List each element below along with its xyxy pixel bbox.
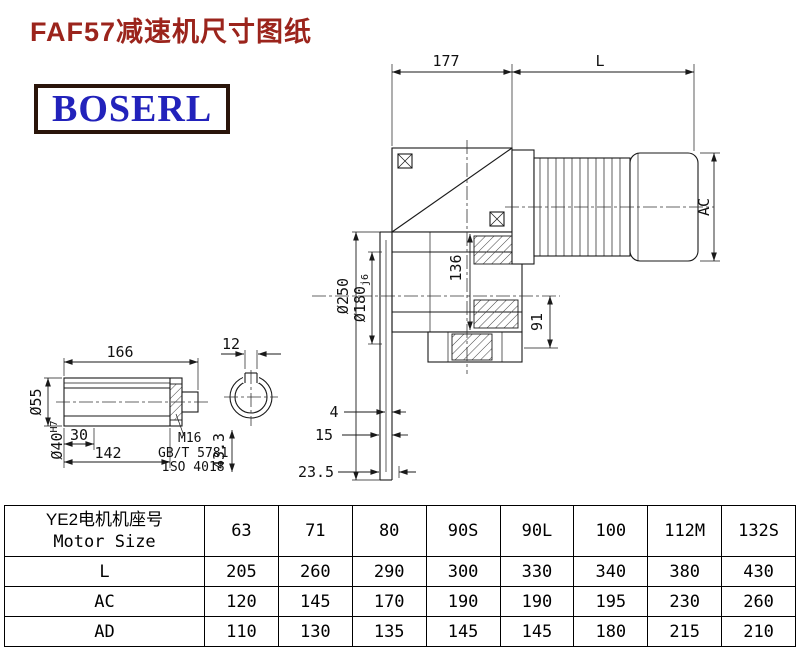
shaft-detail-view: 166 30 142 Ø55 Ø40H7 M16 GB/T 5781 ISO 4… [27, 343, 235, 475]
dim-spigot-label: Ø180 [351, 286, 369, 322]
thread-m16-label: M16 [178, 431, 201, 446]
table-cell: 90S [425, 505, 501, 557]
mounting-flange [379, 148, 400, 481]
logo-text: BOSERL [52, 88, 213, 130]
dim-spigot: Ø180j6 [351, 251, 382, 345]
table-cell: 190 [425, 586, 501, 617]
table-cell: 260 [277, 556, 353, 587]
dim-55-label: Ø55 [27, 388, 45, 415]
svg-text:Ø40H7: Ø40H7 [48, 420, 66, 459]
table-cell: 120 [204, 586, 279, 617]
table-cell: 145 [499, 616, 575, 647]
dim-166-label: 166 [106, 343, 133, 361]
table-cell: 112M [647, 505, 723, 557]
technical-drawing: 177 L [27, 52, 720, 481]
dim-12-label: 12 [222, 335, 240, 353]
dim-4-label: 4 [329, 403, 338, 421]
table-row-AD: AD 110 130 135 145 145 180 215 210 [4, 616, 796, 647]
dim-bore-label: Ø40 [48, 432, 66, 459]
table-cell: 170 [351, 586, 427, 617]
dimension-table: YE2电机机座号 Motor Size 63 71 80 90S 90L 100… [4, 505, 796, 647]
bore-section-view: 12 [221, 335, 281, 426]
table-cell: 190 [499, 586, 575, 617]
standard-gb-label: GB/T 5781 [158, 446, 228, 461]
dim-177-label: 177 [432, 52, 459, 70]
table-row-AC: AC 120 145 170 190 190 195 230 260 [4, 586, 796, 617]
dim-top: 177 L [391, 52, 695, 151]
table-cell: 180 [573, 616, 649, 647]
dim-91: 91 [524, 296, 558, 349]
table-cell: 100 [573, 505, 649, 557]
table-cell: 260 [721, 586, 796, 617]
dim-43-3-label: 43.3 [210, 433, 228, 469]
motor-size-label-cn: YE2电机机座号 [45, 509, 164, 529]
table-cell: 130 [277, 616, 353, 647]
motor-size-label-en: Motor Size [53, 532, 156, 552]
table-cell: 380 [647, 556, 723, 587]
table-cell: 230 [647, 586, 723, 617]
dim-30-label: 30 [70, 426, 88, 444]
table-header-row: YE2电机机座号 Motor Size 63 71 80 90S 90L 100… [4, 505, 796, 557]
dim-L-label: L [595, 52, 604, 70]
table-cell: 330 [499, 556, 575, 587]
dim-flange-od: Ø250 [334, 231, 380, 481]
row-label: L [4, 556, 205, 587]
dim-136: 136 [447, 234, 473, 330]
dim-91-label: 91 [528, 313, 546, 331]
table-cell: 63 [204, 505, 279, 557]
dim-15-label: 15 [315, 426, 333, 444]
bolt-pad [397, 153, 413, 169]
dim-flange-od-label: Ø250 [334, 278, 352, 314]
table-cell: 290 [351, 556, 427, 587]
table-cell: 110 [204, 616, 279, 647]
dim-ac: AC [695, 152, 720, 262]
dim-136-label: 136 [447, 254, 465, 281]
table-cell: 135 [351, 616, 427, 647]
dim-bore-tol-label: H7 [49, 420, 60, 432]
dims-flange-offsets: 4 15 23.5 [298, 403, 416, 481]
table-cell: 80 [351, 505, 427, 557]
table-cell: 195 [573, 586, 649, 617]
dim-142-label: 142 [94, 444, 121, 462]
fan-cover [629, 152, 699, 262]
row-label: AD [4, 616, 205, 647]
table-row-L: L 205 260 290 300 330 340 380 430 [4, 556, 796, 587]
table-cell: 90L [499, 505, 575, 557]
table-cell: 210 [721, 616, 796, 647]
boserl-logo: BOSERL [34, 84, 231, 134]
row-label: AC [4, 586, 205, 617]
table-cell: 215 [647, 616, 723, 647]
dim-23-5-label: 23.5 [298, 463, 334, 481]
dim-spigot-tol-label: j6 [360, 274, 371, 286]
table-cell: 205 [204, 556, 279, 587]
table-cell: 71 [277, 505, 353, 557]
gearbox-housing [312, 140, 560, 374]
table-cell: 300 [425, 556, 501, 587]
motor [505, 149, 714, 265]
standard-iso-label: ISO 4018 [162, 460, 225, 475]
table-cell: 145 [277, 586, 353, 617]
dim-ac-label: AC [695, 198, 713, 216]
table-cell: 340 [573, 556, 649, 587]
table-cell: 430 [721, 556, 796, 587]
page-title: FAF57减速机尺寸图纸 [30, 17, 313, 47]
table-cell: 132S [721, 505, 796, 557]
table-cell: 145 [425, 616, 501, 647]
motor-size-header-cell: YE2电机机座号 Motor Size [4, 505, 205, 557]
svg-text:Ø180j6: Ø180j6 [351, 274, 371, 322]
bolt-pad [489, 211, 505, 227]
